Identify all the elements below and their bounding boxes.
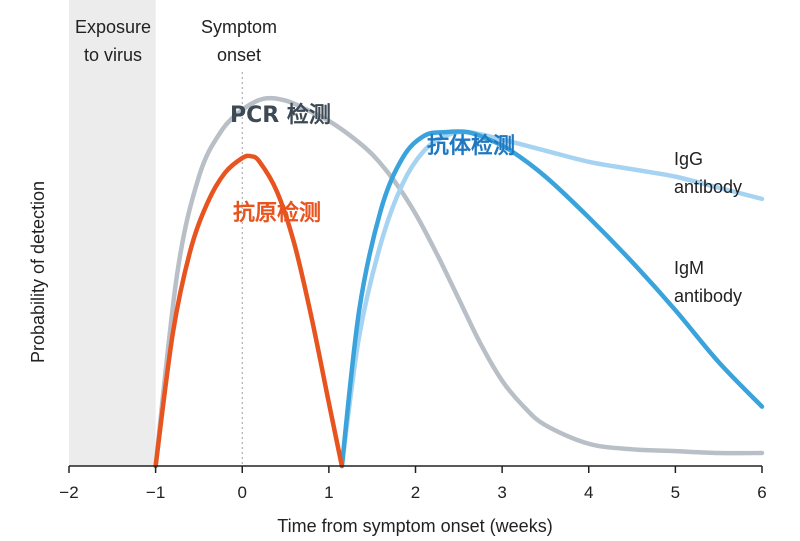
series-line-igm-antibody bbox=[339, 129, 765, 469]
exposure-label-line2: to virus bbox=[84, 45, 142, 65]
x-tick-label: 0 bbox=[238, 483, 247, 502]
x-tick-label: 1 bbox=[324, 483, 333, 502]
x-axis-title: Time from symptom onset (weeks) bbox=[277, 516, 552, 536]
x-axis-ticks: −2 −1 0 1 2 3 4 5 6 bbox=[59, 466, 767, 502]
onset-label-line2: onset bbox=[217, 45, 261, 65]
y-axis-title: Probability of detection bbox=[28, 181, 48, 363]
igg-label-line1: IgG bbox=[674, 149, 703, 169]
x-tick-label: 6 bbox=[757, 483, 766, 502]
x-tick-label: 4 bbox=[584, 483, 593, 502]
x-tick-label: −1 bbox=[146, 483, 165, 502]
x-tick-label: 2 bbox=[411, 483, 420, 502]
pre-exposure-shaded-region bbox=[69, 0, 156, 466]
x-tick-label: −2 bbox=[59, 483, 78, 502]
antibody-curve-label: 抗体检测 bbox=[427, 133, 515, 159]
igg-label-line2: antibody bbox=[674, 177, 742, 197]
series-curves bbox=[153, 95, 765, 469]
series-line-抗原检测 bbox=[153, 153, 345, 469]
onset-label-line1: Symptom bbox=[201, 17, 277, 37]
x-tick-label: 5 bbox=[671, 483, 680, 502]
series-line-pcr-检测 bbox=[153, 95, 765, 469]
exposure-label-line1: Exposure bbox=[75, 17, 151, 37]
pcr-curve-label: PCR 检测 bbox=[230, 102, 331, 128]
igm-label-line1: IgM bbox=[674, 258, 704, 278]
antigen-curve-label: 抗原检测 bbox=[233, 200, 321, 226]
igm-label-line2: antibody bbox=[674, 286, 742, 306]
x-tick-label: 3 bbox=[497, 483, 506, 502]
